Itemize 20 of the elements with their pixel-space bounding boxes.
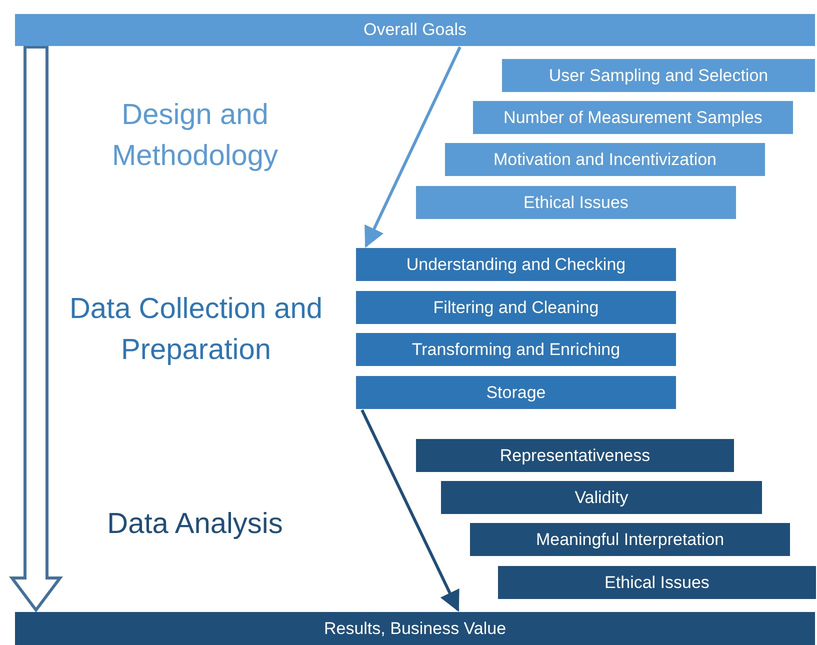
arrow: [364, 46, 462, 248]
task-box: Ethical Issues: [498, 566, 816, 599]
section-heading: Data Analysis: [80, 504, 310, 545]
task-box: Ethical Issues: [416, 186, 736, 219]
block-arrow: [9, 46, 63, 612]
arrow: [360, 409, 460, 612]
task-box: Motivation and Incentivization: [445, 143, 765, 176]
task-box: Validity: [441, 481, 762, 514]
task-box: Storage: [356, 376, 676, 409]
task-box: Filtering and Cleaning: [356, 291, 676, 324]
task-box: Transforming and Enriching: [356, 333, 676, 366]
task-box: User Sampling and Selection: [502, 59, 815, 92]
stage-bar: Overall Goals: [15, 14, 815, 46]
task-box: Understanding and Checking: [356, 248, 676, 281]
section-heading: Data Collection and Preparation: [62, 289, 330, 370]
task-box: Representativeness: [416, 439, 734, 472]
section-heading: Design and Methodology: [80, 95, 310, 176]
stage-bar: Results, Business Value: [15, 612, 815, 645]
task-box: Number of Measurement Samples: [473, 101, 793, 134]
task-box: Meaningful Interpretation: [470, 523, 790, 556]
